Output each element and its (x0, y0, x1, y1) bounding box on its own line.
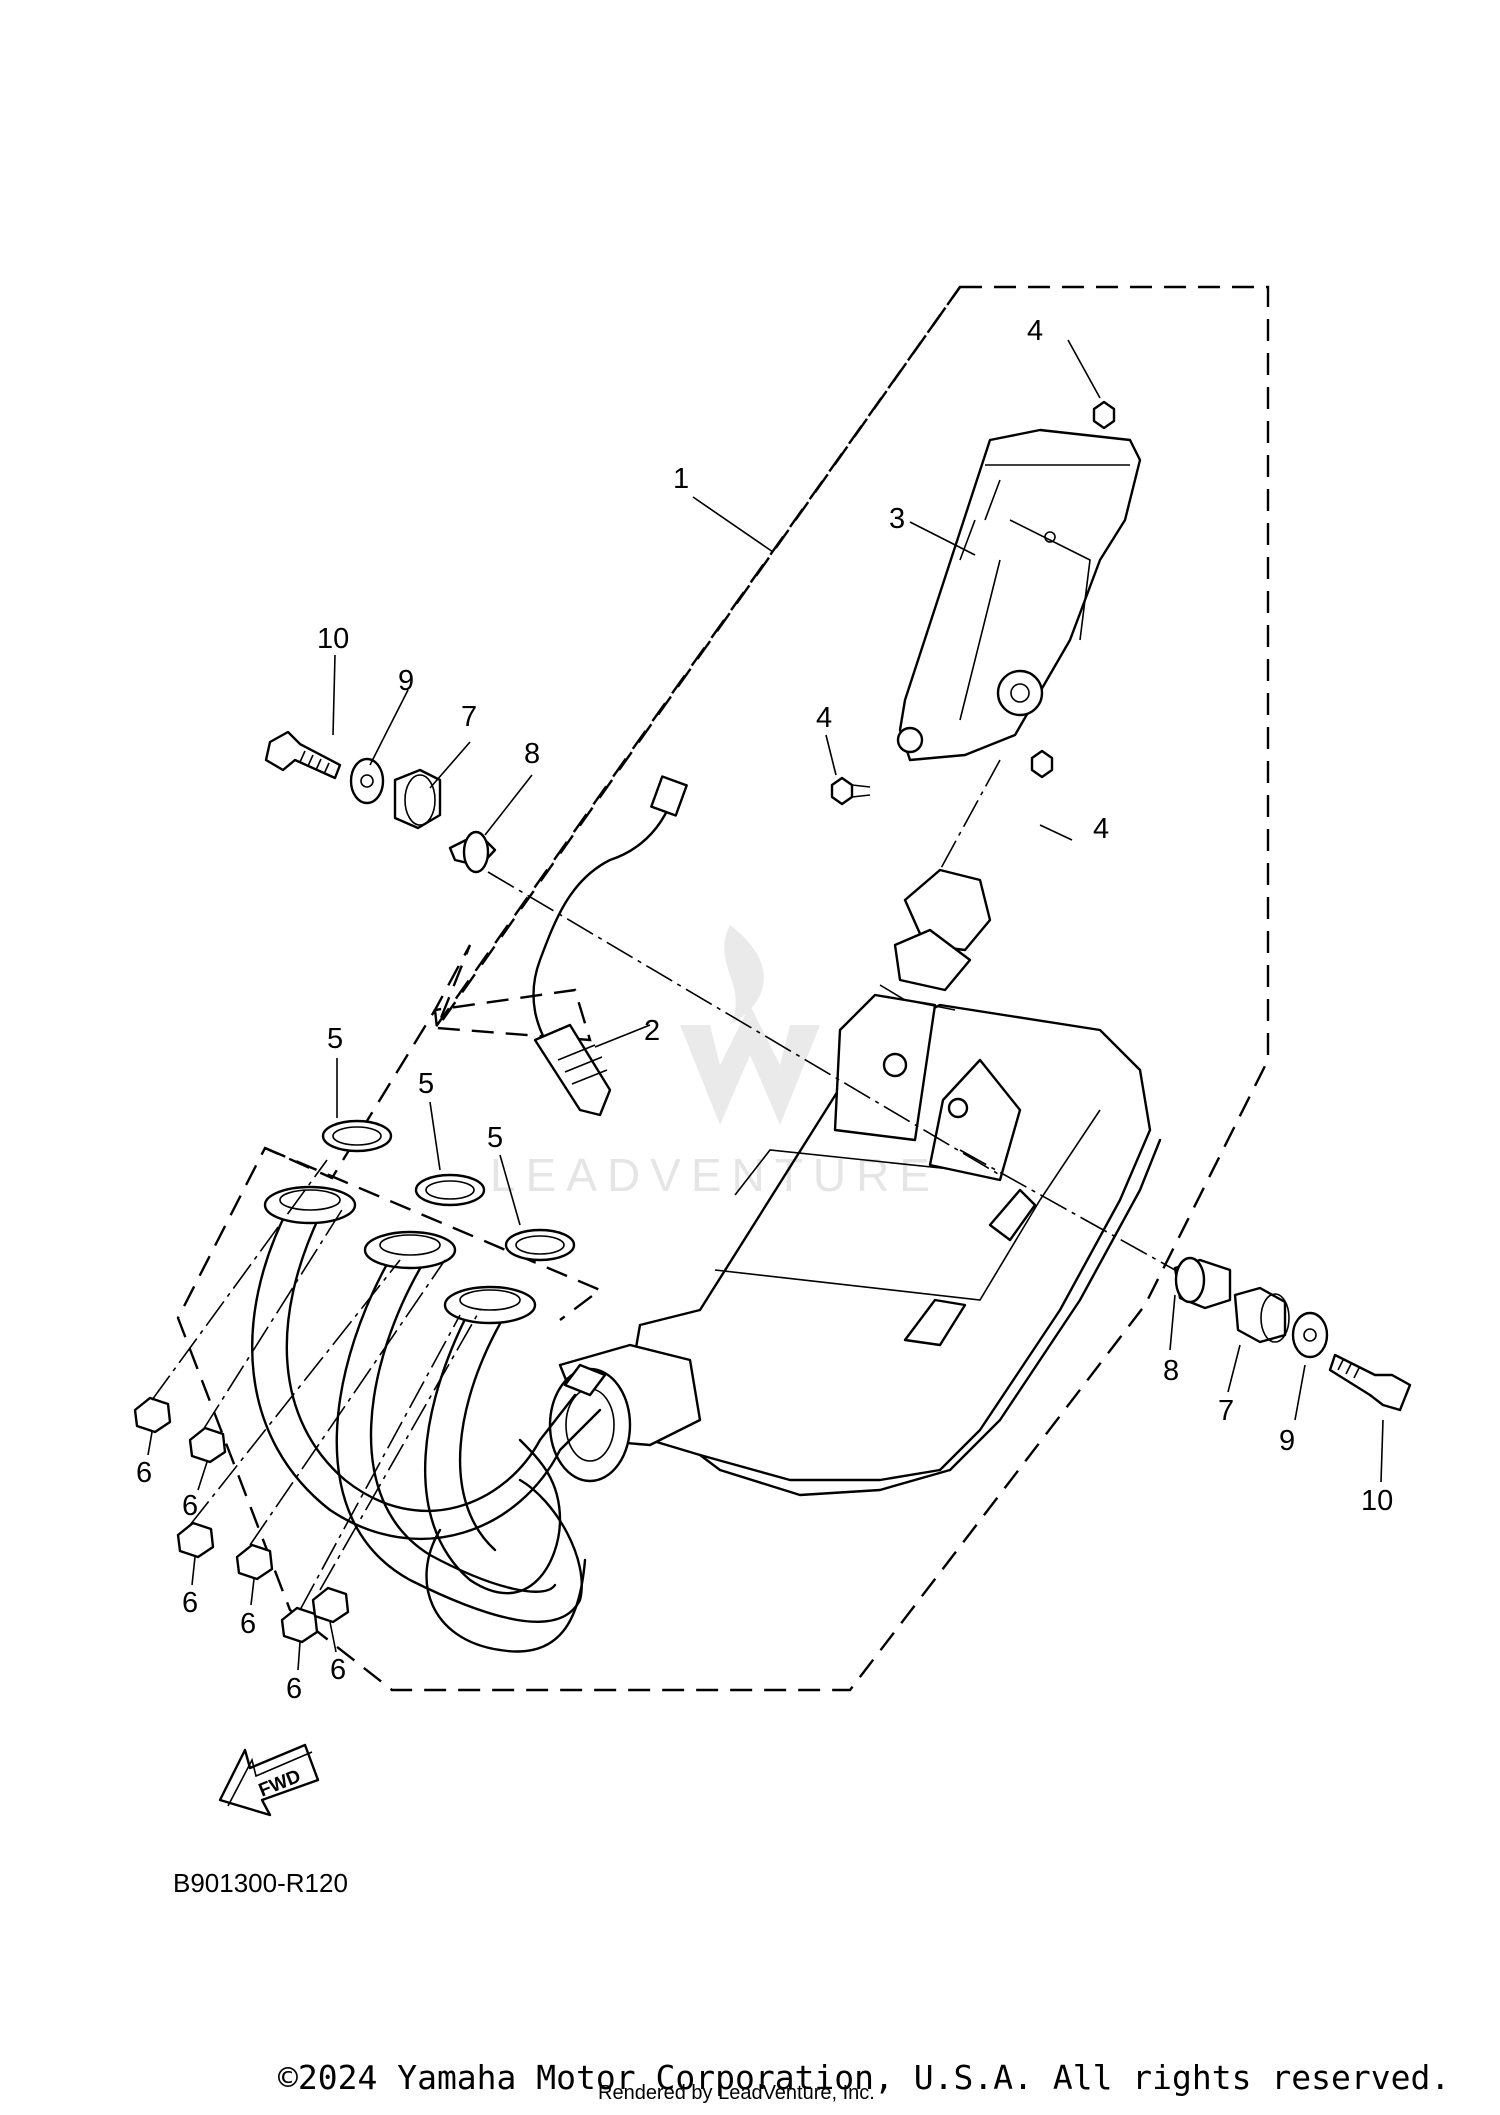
callout-2: 2 (644, 1015, 660, 1047)
protector-bolts (830, 400, 1116, 806)
callout-9: 9 (398, 665, 414, 697)
callout-8: 8 (1163, 1355, 1179, 1387)
diagram-code: B901300-R120 (173, 1868, 348, 1898)
flange-nuts (133, 1396, 350, 1644)
watermark-logo (680, 925, 820, 1125)
callout-labels: 1 2 3 4 4 4 5 5 5 6 6 6 6 6 6 7 7 8 8 9 … (136, 315, 1393, 1705)
right-mount-hardware (1173, 1256, 1412, 1412)
forward-direction-arrow: FWD (218, 1743, 320, 1817)
callout-5: 5 (418, 1068, 434, 1100)
header-boundary (264, 1146, 603, 1321)
callout-6: 6 (136, 1457, 152, 1489)
gasket-group (321, 1119, 576, 1262)
callout-9: 9 (1279, 1425, 1295, 1457)
header-flange-3 (443, 1285, 537, 1325)
callout-6: 6 (182, 1490, 198, 1522)
oxygen-sensor (532, 775, 688, 1117)
callout-4: 4 (816, 702, 832, 734)
callout-7: 7 (461, 701, 477, 733)
callout-7: 7 (1218, 1395, 1234, 1427)
header-flange-2 (363, 1230, 457, 1270)
callout-3: 3 (889, 503, 905, 535)
muffler-inlet (548, 1343, 702, 1483)
callout-4: 4 (1027, 315, 1043, 347)
callout-1: 1 (673, 463, 689, 495)
callout-4: 4 (1093, 813, 1109, 845)
callout-5: 5 (487, 1122, 503, 1154)
muffler-body (623, 993, 1162, 1497)
exhaust-headers (251, 1185, 602, 1653)
assembly-boundary-inner (434, 286, 961, 1029)
callout-8: 8 (524, 738, 540, 770)
callout-6: 6 (182, 1587, 198, 1619)
callout-6: 6 (240, 1608, 256, 1640)
muffler-outlet (879, 868, 992, 1011)
rendered-by-notice: Rendered by LeadVenture, Inc. (598, 2082, 875, 2104)
callout-10: 10 (317, 623, 349, 655)
callout-6: 6 (330, 1654, 346, 1686)
header-flange-1 (263, 1185, 357, 1225)
callout-5: 5 (327, 1023, 343, 1055)
watermark-text: LEADVENTURE (490, 1149, 940, 1201)
muffler-protector (896, 428, 1142, 762)
callout-6: 6 (286, 1673, 302, 1705)
leader-lines (147, 339, 1384, 1671)
left-mount-hardware (264, 730, 497, 874)
copyright-notice: ©2024 Yamaha Motor Corporation, U.S.A. A… (278, 2058, 1451, 2097)
callout-10: 10 (1361, 1485, 1393, 1517)
